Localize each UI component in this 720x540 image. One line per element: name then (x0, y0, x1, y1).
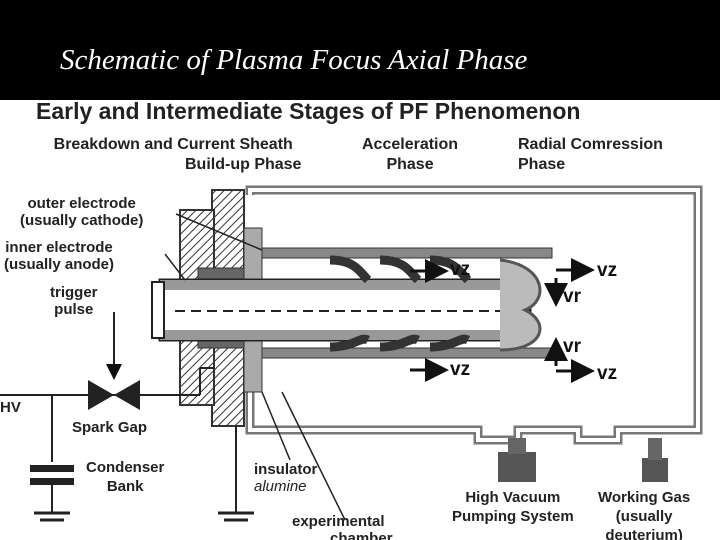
spark-gap-label: Spark Gap (72, 419, 148, 436)
phase-radial-label: Radial Comression Phase (518, 136, 663, 173)
outer-electrode-top (257, 247, 553, 259)
plasma-focus-schematic (0, 185, 703, 522)
working-gas-label: Working Gas (usually deuterium) (598, 489, 691, 540)
vz-label-right-top: vz (597, 260, 618, 281)
title-bar: Schematic of Plasma Focus Axial Phase (0, 0, 720, 100)
phase-breakdown-label: Breakdown and Current Sheath Build-up Ph… (53, 136, 302, 173)
plasma-sheath-tip (499, 258, 542, 352)
vz-label-top: vz (450, 259, 471, 280)
condenser-plate-bottom (30, 478, 74, 485)
vacuum-pump (498, 452, 536, 482)
vz-label-bottom: vz (450, 359, 471, 380)
diagram-heading: Early and Intermediate Stages of PF Phen… (36, 100, 581, 124)
hv-label: HV (0, 399, 21, 416)
experimental-chamber-label: experimental chamber (292, 513, 393, 540)
outer-electrode-label: outer electrode (usually cathode) (20, 195, 144, 229)
gas-inlet (642, 458, 668, 482)
vz-label-right-bottom: vz (597, 363, 618, 384)
trigger-pulse-label: trigger pulse (50, 284, 98, 318)
slide-title: Schematic of Plasma Focus Axial Phase (60, 44, 528, 76)
inner-electrode-label: inner electrode (usually anode) (4, 239, 115, 273)
vr-label-top: vr (563, 286, 581, 307)
diagram-panel: Early and Intermediate Stages of PF Phen… (0, 100, 720, 540)
condenser-bank-label: Condenser Bank (86, 459, 165, 495)
spark-gap-symbol (88, 380, 140, 410)
vacuum-system-label: High Vacuum Pumping System (452, 489, 574, 525)
phase-acceleration-label: Acceleration Phase (362, 136, 459, 173)
vr-label-bottom: vr (563, 336, 581, 357)
insulator-label: insulator alumine (254, 461, 318, 495)
condenser-plate-top (30, 465, 74, 472)
